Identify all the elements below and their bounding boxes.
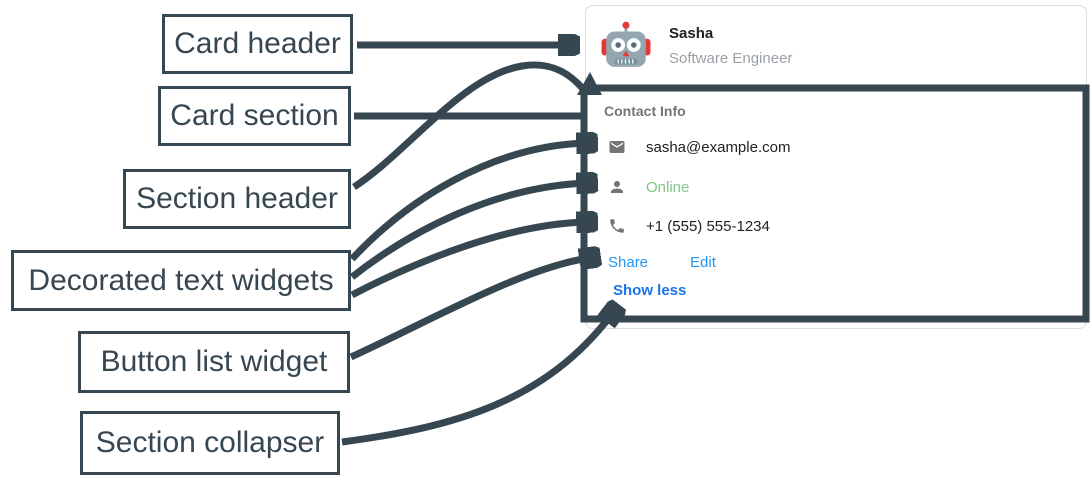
section-header-title: Contact Info [604, 103, 686, 119]
annotation-label-decorated-text: Decorated text widgets [11, 250, 351, 311]
annotation-label-text: Decorated text widgets [28, 263, 334, 297]
contact-card: Sasha Software Engineer Contact Info sas… [585, 5, 1087, 329]
annotation-label-card-section: Card section [158, 86, 351, 146]
decorated-text-phone: +1 (555) 555-1234 [608, 216, 770, 236]
button-list: Share Edit [608, 254, 716, 271]
annotation-label-card-header: Card header [162, 14, 353, 74]
email-text: sasha@example.com [646, 138, 791, 156]
annotation-label-section-collapser: Section collapser [80, 411, 340, 475]
annotation-label-text: Section collapser [95, 426, 325, 459]
button-list-arrow [349, 258, 589, 361]
section-collapser-arrow [341, 314, 612, 446]
phone-text: +1 (555) 555-1234 [646, 217, 770, 235]
edit-button[interactable]: Edit [690, 254, 716, 271]
status-text: Online [646, 178, 690, 196]
annotation-label-text: Card section [170, 99, 339, 132]
user-role: Software Engineer [669, 50, 793, 67]
annotation-label-text: Section header [136, 182, 338, 215]
phone-icon [610, 219, 624, 233]
annotation-label-button-list: Button list widget [78, 331, 350, 393]
robot-avatar-icon [601, 21, 651, 67]
decorated-text-arrow-phone [350, 222, 586, 299]
annotation-label-section-header: Section header [123, 169, 351, 229]
decorated-text-status: Online [608, 177, 689, 197]
user-name: Sasha [669, 25, 714, 42]
share-button[interactable]: Share [608, 254, 649, 271]
decorated-text-arrow-status [349, 183, 586, 280]
annotation-label-text: Card header [174, 27, 341, 60]
section-header-arrow [352, 61, 586, 190]
email-icon [609, 141, 625, 153]
section-collapser-button[interactable]: Show less [613, 282, 687, 299]
person-icon [611, 181, 623, 193]
decorated-text-email: sasha@example.com [608, 137, 790, 157]
decorated-text-arrow-email [349, 143, 586, 262]
annotation-label-text: Button list widget [100, 345, 328, 378]
